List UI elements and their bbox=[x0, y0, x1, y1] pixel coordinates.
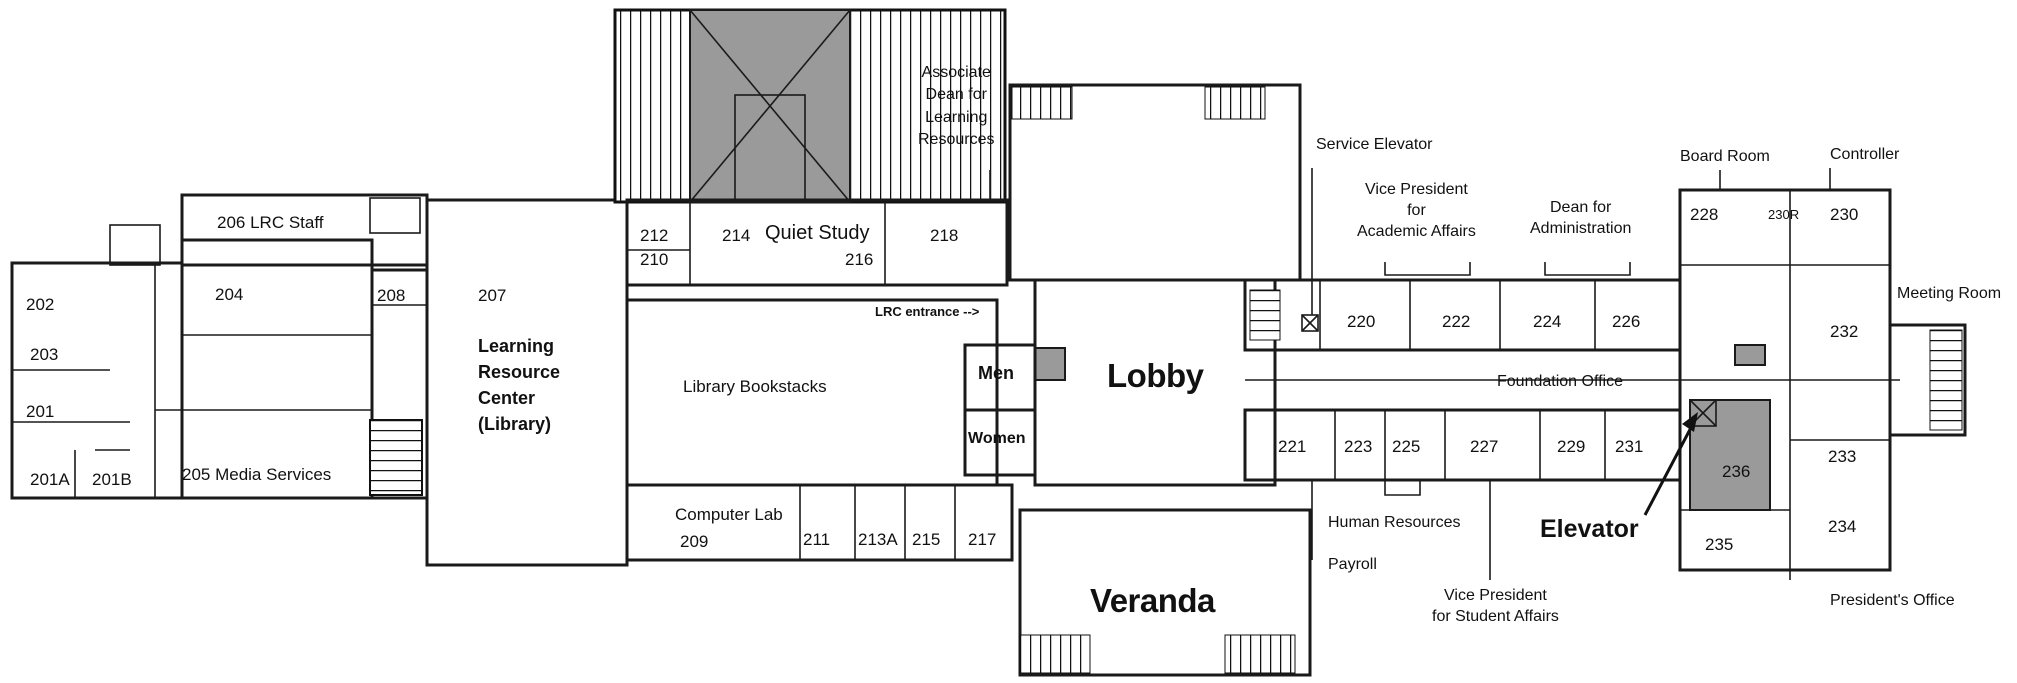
room-222: 222 bbox=[1442, 312, 1471, 331]
service-elevator-label: Service Elevator bbox=[1316, 136, 1433, 153]
vp-student-line-2: for Student Affairs bbox=[1432, 607, 1559, 625]
room-235: 235 bbox=[1705, 535, 1734, 554]
room-229: 229 bbox=[1557, 437, 1586, 456]
vp-student-line-1: Vice President bbox=[1444, 587, 1547, 604]
elevator-label: Elevator bbox=[1540, 515, 1639, 543]
leader-lines bbox=[989, 168, 1831, 580]
vp-academic-line-1: Vice President bbox=[1365, 181, 1468, 198]
presidents-office-label: President's Office bbox=[1830, 592, 1955, 609]
room-220: 220 bbox=[1347, 312, 1376, 331]
dean-admin-label: Dean for Administration bbox=[1530, 198, 1631, 240]
room-224: 224 bbox=[1533, 312, 1562, 331]
room-210: 210 bbox=[640, 250, 669, 269]
room-209: 209 bbox=[680, 532, 709, 551]
room-202: 202 bbox=[26, 295, 55, 314]
north-rooms bbox=[625, 198, 1009, 287]
associate-dean-line-2: Dean for bbox=[925, 86, 987, 104]
room-203: 203 bbox=[30, 345, 59, 364]
vp-student-label: Vice President for Student Affairs bbox=[1432, 586, 1559, 628]
controller-label: Controller bbox=[1830, 146, 1900, 163]
lobby-label: Lobby bbox=[1107, 357, 1204, 394]
room-230r: 230R bbox=[1768, 207, 1800, 222]
veranda-label: Veranda bbox=[1090, 582, 1215, 619]
library-name-line-3: Center bbox=[478, 388, 536, 409]
room-218: 218 bbox=[930, 226, 959, 245]
meeting-room-label: Meeting Room bbox=[1897, 285, 2002, 302]
associate-dean-line-4: Resources bbox=[918, 131, 995, 149]
room-214: 214 bbox=[722, 226, 751, 245]
quiet-study-tower bbox=[613, 8, 1007, 204]
room-206: 206 LRC Staff bbox=[217, 213, 324, 232]
vp-academic-label: Vice President for Academic Affairs bbox=[1357, 180, 1476, 242]
room-236: 236 bbox=[1722, 462, 1751, 481]
library-name: Learning Resource Center (Library) bbox=[478, 333, 560, 437]
room-230: 230 bbox=[1830, 205, 1859, 224]
vp-academic-line-2: for bbox=[1407, 201, 1426, 219]
room-216: 216 bbox=[845, 250, 874, 269]
room-208: 208 bbox=[377, 286, 406, 305]
east-wing bbox=[1243, 278, 1900, 482]
board-room-label: Board Room bbox=[1680, 148, 1770, 165]
room-201a: 201A bbox=[30, 470, 70, 489]
room-231: 231 bbox=[1615, 437, 1644, 456]
room-213a: 213A bbox=[858, 530, 898, 549]
dean-admin-line-2: Administration bbox=[1530, 219, 1632, 237]
administration-block bbox=[1678, 188, 1967, 572]
room-223: 223 bbox=[1344, 437, 1373, 456]
associate-dean-line-3: Learning bbox=[925, 108, 988, 126]
room-215: 215 bbox=[912, 530, 941, 549]
room-217: 217 bbox=[968, 530, 997, 549]
room-228: 228 bbox=[1690, 205, 1719, 224]
dean-admin-line-1: Dean for bbox=[1550, 199, 1612, 216]
human-resources-label: Human Resources bbox=[1328, 514, 1461, 531]
room-233: 233 bbox=[1828, 447, 1857, 466]
payroll-label: Payroll bbox=[1328, 556, 1377, 573]
foundation-office-label: Foundation Office bbox=[1497, 373, 1624, 390]
library-name-line-1: Learning bbox=[478, 336, 555, 356]
room-204: 204 bbox=[215, 285, 244, 304]
room-211: 211 bbox=[803, 530, 831, 549]
mens-restroom: Men bbox=[978, 363, 1014, 383]
room-234: 234 bbox=[1828, 517, 1857, 536]
lobby-block bbox=[1008, 83, 1312, 677]
room-201: 201 bbox=[26, 402, 55, 421]
computer-lab-label: Computer Lab bbox=[675, 505, 783, 524]
quiet-study-label: Quiet Study bbox=[765, 222, 870, 244]
womens-restroom: Women bbox=[968, 430, 1026, 447]
room-232: 232 bbox=[1830, 322, 1859, 341]
room-207: 207 bbox=[478, 286, 507, 305]
library-name-line-4: (Library) bbox=[478, 414, 552, 435]
library-bookstacks-label: Library Bookstacks bbox=[683, 377, 827, 396]
room-227: 227 bbox=[1470, 437, 1499, 456]
room-225: 225 bbox=[1392, 437, 1421, 456]
associate-dean-label: Associate Dean for Learning Resources bbox=[918, 62, 994, 152]
vp-academic-line-3: Academic Affairs bbox=[1357, 222, 1476, 240]
lrc-entrance-label: LRC entrance --> bbox=[875, 304, 980, 319]
associate-dean-line-1: Associate bbox=[921, 64, 991, 81]
room-205: 205 Media Services bbox=[182, 465, 332, 484]
room-212: 212 bbox=[640, 226, 669, 245]
library-name-line-2: Resource bbox=[478, 362, 561, 383]
room-226: 226 bbox=[1612, 312, 1641, 331]
west-wing bbox=[10, 193, 429, 500]
room-221: 221 bbox=[1278, 437, 1307, 456]
room-201b: 201B bbox=[92, 470, 132, 489]
